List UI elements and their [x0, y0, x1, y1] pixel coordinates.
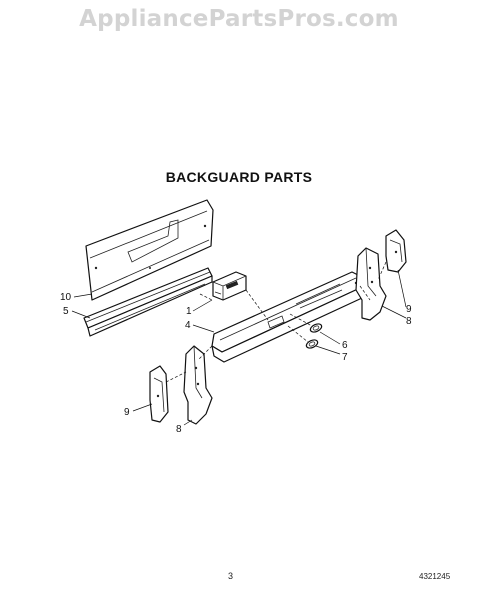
part-8-left-bracket[interactable]	[183, 345, 213, 425]
callout-8-right: 8	[406, 316, 412, 327]
watermark: AppliancePartsPros.com	[79, 6, 399, 32]
callout-8-left: 8	[176, 424, 182, 435]
callout-9-right: 9	[406, 304, 412, 315]
part-10-rear-panel[interactable]	[85, 199, 214, 301]
part-8-right-bracket[interactable]	[355, 247, 387, 321]
part-9-left-end-cap[interactable]	[149, 365, 169, 423]
callout-10: 10	[60, 292, 72, 303]
part-5-trim-strip[interactable]	[83, 267, 213, 337]
callout-numbers: 10 5 1 4 6 7 9 8 9 8	[60, 292, 412, 435]
page-number: 3	[228, 571, 234, 581]
alignment-lines	[165, 261, 387, 383]
leader-lines	[71, 269, 407, 426]
callout-4: 4	[185, 320, 191, 331]
diagram-title: BACKGUARD PARTS	[165, 169, 313, 185]
callout-6: 6	[342, 340, 348, 351]
part-6-knob[interactable]	[309, 322, 323, 333]
part-1-control-module[interactable]	[212, 271, 247, 301]
part-7-knob[interactable]	[305, 338, 319, 349]
document-number: 4321245	[419, 572, 451, 581]
part-9-right-end-cap[interactable]	[385, 229, 407, 273]
callout-7: 7	[342, 352, 348, 363]
callout-5: 5	[63, 306, 69, 317]
callout-1: 1	[186, 306, 192, 317]
callout-9-left: 9	[124, 407, 130, 418]
